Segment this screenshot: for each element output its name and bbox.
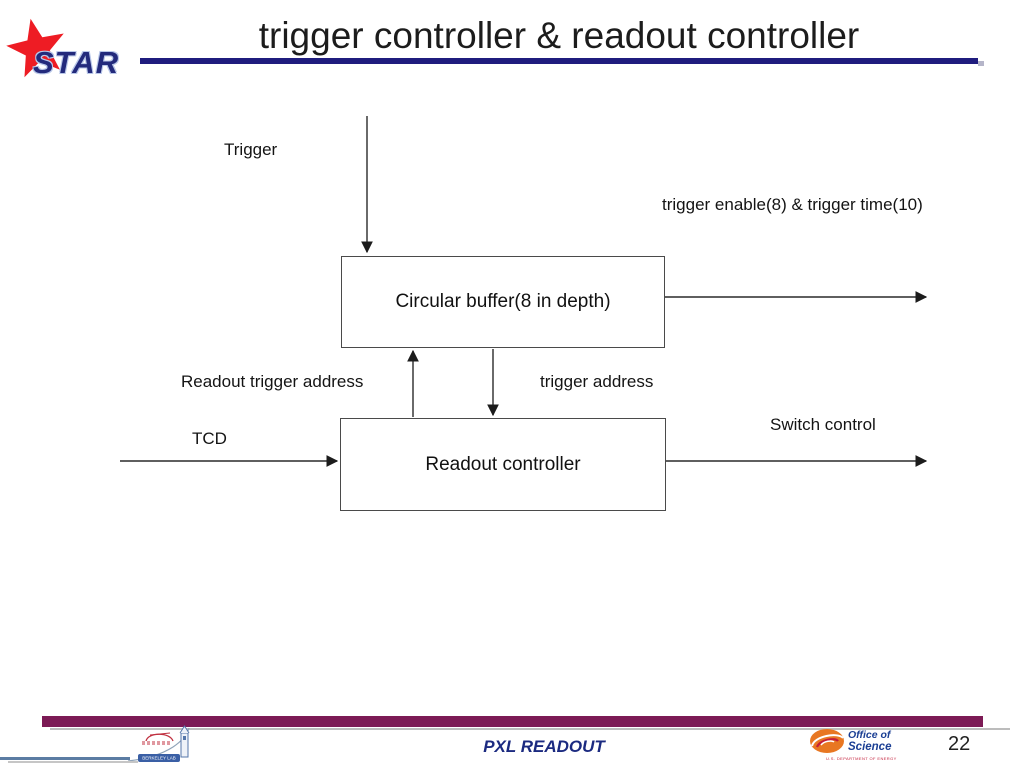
trigger-enable-label: trigger enable(8) & trigger time(10): [662, 195, 923, 214]
title-underline: [140, 58, 978, 64]
title-underline-shadow: [978, 61, 984, 66]
page-title: trigger controller & readout controller: [258, 15, 860, 56]
berkeley-lab-banner-text: BERKELEY LAB: [142, 756, 175, 761]
readout-controller-label: Readout controller: [425, 453, 581, 475]
circular-buffer-box: Circular buffer(8 in depth): [341, 256, 665, 348]
office-of-science-text-2: Science: [848, 741, 892, 753]
office-of-science-text-1: Office of: [848, 729, 892, 741]
office-of-science-text-3: U.S. DEPARTMENT OF ENERGY: [826, 756, 897, 761]
footer-bar-shadow: [50, 728, 1010, 730]
page-number: 22: [948, 733, 971, 755]
trigger-address-label: trigger address: [540, 372, 654, 391]
corner-line-shadow: [8, 761, 138, 763]
trigger-label: Trigger: [224, 140, 278, 159]
tcd-label: TCD: [192, 429, 227, 448]
corner-line: [0, 757, 130, 760]
berkeley-lab-logo-icon: BERKELEY LAB: [127, 725, 190, 762]
switch-control-label: Switch control: [770, 415, 876, 434]
circular-buffer-label: Circular buffer(8 in depth): [395, 291, 611, 312]
readout-controller-box: Readout controller: [340, 418, 666, 511]
footer-bar: [42, 716, 983, 727]
office-of-science-logo-icon: Office of Science U.S. DEPARTMENT OF ENE…: [810, 729, 897, 761]
star-logo-icon: [6, 18, 64, 78]
readout-trigger-address-label: Readout trigger address: [181, 372, 364, 391]
footer-title: PXL READOUT: [483, 737, 605, 756]
star-logo-text: STAR: [33, 45, 120, 80]
